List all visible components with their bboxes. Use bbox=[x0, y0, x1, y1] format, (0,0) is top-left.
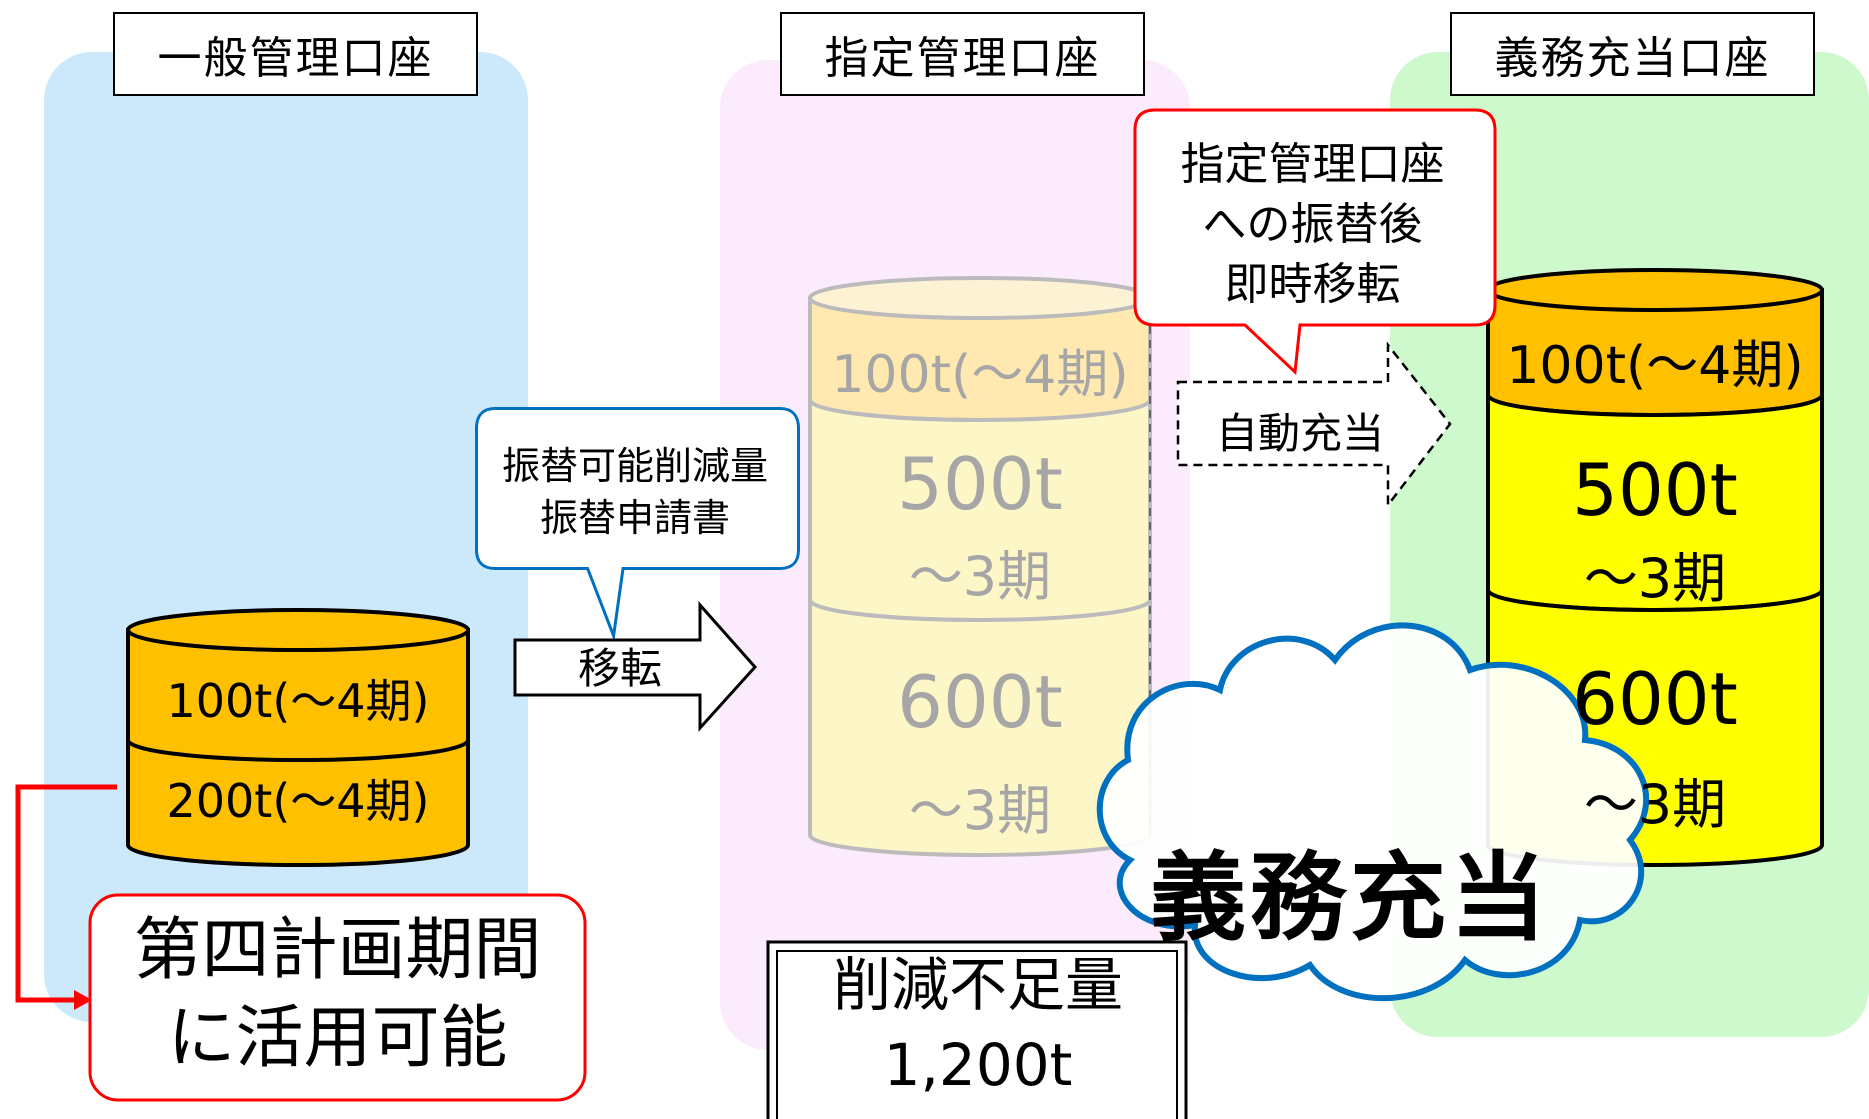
transfer-arrow-label: 移転 bbox=[577, 644, 662, 693]
designated-account-title: 指定管理口座 bbox=[780, 12, 1145, 96]
general-account-title: 一般管理口座 bbox=[113, 12, 478, 96]
fourth-period-note-box bbox=[88, 893, 587, 1102]
shortfall-text: 削減不足量 1,200t bbox=[768, 945, 1188, 1105]
designated-tank-bottom-period: 〜3期 bbox=[908, 779, 1052, 842]
auto-transfer-callout-line2: への振替後 bbox=[1202, 199, 1423, 250]
auto-allocate-arrow bbox=[1176, 341, 1452, 509]
general-tank-top-label: 100t(〜4期) bbox=[166, 674, 430, 728]
transfer-callout: 振替可能削減量 振替申請書 bbox=[475, 440, 795, 544]
transfer-callout-shape bbox=[475, 407, 800, 642]
auto-allocate-label: 自動充当 bbox=[1215, 409, 1384, 458]
designated-tank-top-label: 100t(〜4期) bbox=[831, 345, 1129, 405]
designated-tank-bottom-amount: 600t bbox=[897, 660, 1063, 744]
compliance-tank-bottom-amount: 600t bbox=[1572, 657, 1738, 741]
auto-transfer-callout-line1: 指定管理口座 bbox=[1180, 139, 1445, 190]
designated-tank bbox=[808, 276, 1152, 857]
general-tank-bottom-label: 200t(〜4期) bbox=[166, 774, 430, 828]
compliance-tank-middle-period: 〜3期 bbox=[1583, 547, 1727, 610]
designated-tank-middle-amount: 500t bbox=[897, 442, 1063, 526]
auto-transfer-callout: 指定管理口座 への振替後 即時移転 bbox=[1140, 135, 1485, 315]
red-bracket-arrow bbox=[15, 784, 117, 1010]
general-tank bbox=[126, 608, 470, 867]
fourth-period-note: 第四計画期間 に活用可能 bbox=[90, 895, 585, 1107]
shortfall-amount: 1,200t bbox=[883, 1031, 1073, 1099]
shortfall-label: 削減不足量 bbox=[832, 951, 1123, 1019]
auto-transfer-callout-shape bbox=[1133, 108, 1497, 376]
shortfall-box bbox=[766, 940, 1188, 1119]
compliance-tank-top-label: 100t(〜4期) bbox=[1506, 336, 1804, 396]
transfer-callout-line2: 振替申請書 bbox=[539, 496, 730, 540]
fourth-period-note-line2: に活用可能 bbox=[167, 999, 508, 1078]
compliance-account-title: 義務充当口座 bbox=[1450, 12, 1815, 96]
compliance-tank bbox=[1486, 268, 1824, 867]
compliance-cloud bbox=[1096, 622, 1650, 1002]
designated-tank-middle-period: 〜3期 bbox=[908, 545, 1052, 608]
transfer-callout-line1: 振替可能削減量 bbox=[501, 444, 768, 488]
compliance-tank-bottom-period: 〜3期 bbox=[1583, 773, 1727, 836]
auto-transfer-callout-line3: 即時移転 bbox=[1224, 259, 1401, 310]
cloud-label: 義務充当 bbox=[1150, 842, 1550, 954]
fourth-period-note-line1: 第四計画期間 bbox=[133, 911, 542, 990]
compliance-tank-middle-amount: 500t bbox=[1572, 448, 1738, 532]
transfer-arrow bbox=[513, 601, 758, 732]
